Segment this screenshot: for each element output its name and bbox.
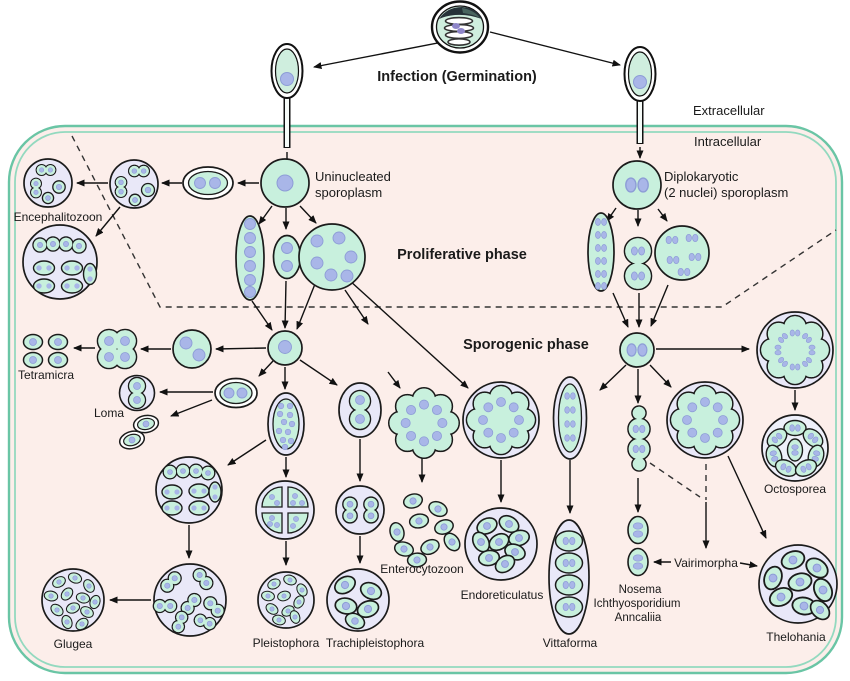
encephalitozoon-label: Encephalitozoon [14,210,103,224]
thelohania-label: Thelohania [766,630,826,644]
diplokaryotic-rosette-in-vacuole [756,311,834,389]
uninucleate-proliferative-elongated [235,215,265,301]
nosema-diplokaryotic-spores [627,515,649,577]
encephalitozoon-vacuole-1 [109,159,159,209]
pleistophora-spore-vesicle [257,571,315,629]
encephalitozoon-meront [182,166,234,200]
diagram-labels: Infection (Germination) Extracellular In… [14,69,827,651]
trachipleistophora-label: Trachipleistophora [326,636,425,650]
diplokaryotic-sporoplasm-label-line1: Diplokaryotic [664,169,739,184]
germinating-spore-left-icon [270,43,304,99]
encephalitozoon-vacuole-large [22,224,98,300]
vairimorpha-label: Vairimorpha [674,556,738,570]
nosema-label: Nosema [619,584,662,596]
enterocytozoon-label: Enterocytozoon [380,562,463,576]
moniliform-dividing-chain [627,405,651,472]
octosporoblastic-rosette-in-vacuole [666,381,744,459]
loma-label: Loma [94,406,124,420]
trachipleistophora-dividing-cell-in-envelope [338,382,382,438]
uninucleated-sporoplasm-cell [260,158,310,208]
uninucleate-sporont [267,330,303,366]
glugea-early-sporogony-vacuole [155,456,223,524]
sporogonial-rosette-free [387,386,461,460]
sporogonial-plasmodium-in-envelope [267,392,305,456]
infection-label: Infection (Germination) [377,69,537,85]
loma-meront [214,377,258,409]
loma-sporophorous-vesicle [118,374,156,412]
proliferative-phase-label: Proliferative phase [397,247,527,263]
pleistophora-segmenting-plasmodium [255,480,315,540]
diplokaryotic-sporoplasm-label-line2: (2 nuclei) sporoplasm [664,185,788,200]
tetramicra-label: Tetramicra [18,368,74,382]
binucleate-sporont [172,329,212,369]
endoreticulatus-spore-vacuole [464,507,538,581]
vittaforma-spore-vesicle [548,519,590,635]
diplokaryotic-proliferative-dividing [623,236,653,291]
infective-spore-icon [430,0,490,54]
vittaforma-label: Vittaforma [543,636,598,650]
pleistophora-label: Pleistophora [253,636,320,650]
diplokaryotic-sporoplasm-cell [612,160,662,210]
tetranucleate-dividing-cell [96,328,138,370]
loma-free-spores [118,414,160,450]
ichthyosporidium-label: Ichthyosporidium [594,598,681,610]
trachipleistophora-sporoblasts-vesicle [335,485,385,535]
octosporea-label: Octosporea [764,482,826,496]
diplokaryotic-proliferative-elongated [587,212,615,292]
glugea-sporoblast-vacuole [152,563,228,637]
glugea-label: Glugea [54,637,93,651]
thelohania-spore-vesicle [758,544,838,624]
germinating-spore-right-icon [623,46,657,102]
vittaforma-sporont-in-envelope [552,376,588,460]
sporogenic-phase-label: Sporogenic phase [463,337,589,353]
intracellular-label: Intracellular [694,134,762,149]
endoreticulatus-label: Endoreticulatus [461,588,544,602]
encephalitozoon-vacuole-2 [23,158,73,208]
uninucleated-sporoplasm-label-line2: sporoplasm [315,185,382,200]
sporogonial-rosette-in-vacuole [462,381,540,459]
anncaliia-label: Anncaliia [615,612,662,624]
uninucleate-proliferative-plasmodium [298,223,366,291]
extracellular-label: Extracellular [693,103,765,118]
octosporea-spore-packet [761,414,829,482]
uninucleated-sporoplasm-label-line1: Uninucleated [315,169,391,184]
diplokaryotic-proliferative-plasmodium [654,225,710,281]
phase-boundary-dashed-line [71,135,837,500]
glugea-spore-vacuole [41,568,105,633]
uninucleate-proliferative-binucleate [272,234,302,280]
diplokaryotic-sporont [619,332,655,368]
trachipleistophora-spore-vesicle [326,568,390,633]
tetramicra-spores [22,333,69,369]
